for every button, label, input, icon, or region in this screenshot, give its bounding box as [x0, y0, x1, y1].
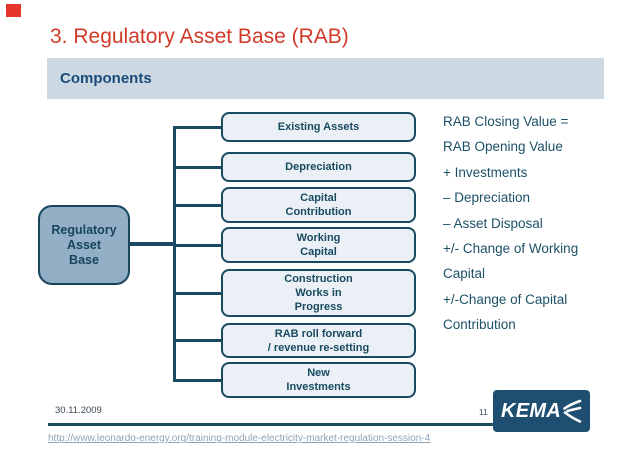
- formula-line: Capital: [443, 266, 486, 282]
- component-box-label: Capital: [300, 246, 337, 258]
- component-box-label: Working: [296, 232, 341, 244]
- section-header-bar: Components: [47, 58, 604, 99]
- component-box-label: Progress: [294, 301, 343, 313]
- component-box-working-capital: Working Capital: [221, 227, 416, 263]
- section-header-label: Components: [60, 70, 152, 87]
- component-box-label: Capital: [300, 192, 337, 204]
- formula-line: + Investments: [443, 164, 528, 180]
- formula-line: RAB Opening Value: [443, 139, 563, 155]
- stub-line-depreciation: [173, 166, 222, 169]
- root-box-line: Base: [69, 252, 99, 267]
- slide-date: 30.11.2009: [55, 405, 102, 416]
- component-box-label: Investments: [286, 381, 351, 393]
- formula-line: Contribution: [443, 317, 516, 333]
- component-box-label: Construction: [284, 273, 353, 285]
- root-connector-line: [130, 242, 175, 246]
- stub-line-existing-assets: [173, 126, 222, 129]
- page-number: 11: [479, 407, 488, 417]
- component-box-label: RAB roll forward: [274, 327, 363, 340]
- stub-line-capital-contribution: [173, 204, 222, 207]
- component-box-label: New: [307, 367, 330, 379]
- root-box-line: Regulatory: [51, 222, 117, 237]
- kema-logo-text: KEMA: [500, 399, 562, 422]
- trunk-line: [173, 126, 176, 382]
- source-url-link[interactable]: http://www.leonardo-energy.org/training-…: [48, 433, 431, 444]
- root-box-line: Asset: [66, 237, 102, 252]
- kema-mark-icon: [563, 399, 582, 423]
- formula-line: +/- Change of Working: [443, 241, 579, 257]
- stub-line-working-capital: [173, 244, 222, 247]
- rab-formula-text: RAB Closing Value = RAB Opening Value + …: [443, 109, 578, 338]
- component-box-label: Existing Assets: [277, 121, 360, 133]
- stub-line-new-investments: [173, 379, 222, 382]
- red-corner-marker: [6, 4, 21, 17]
- component-box-new-investments: New Investments: [221, 362, 416, 398]
- formula-line: +/-Change of Capital: [443, 291, 568, 307]
- component-box-label: Depreciation: [285, 161, 352, 173]
- component-box-label: Works in: [295, 287, 342, 299]
- kema-logo: KEMA: [493, 390, 590, 432]
- root-box-regulatory-asset-base: Regulatory Asset Base: [38, 205, 130, 285]
- component-box-capital-contribution: Capital Contribution: [221, 187, 416, 223]
- component-box-label: Contribution: [285, 206, 352, 218]
- footer-divider: [48, 423, 493, 426]
- component-box-existing-assets: Existing Assets: [221, 112, 416, 142]
- component-box-rab-roll-forward: RAB roll forward / revenue re-setting: [221, 323, 416, 358]
- formula-line: RAB Closing Value =: [443, 114, 569, 129]
- slide-title: 3. Regulatory Asset Base (RAB): [50, 25, 349, 48]
- formula-line: – Depreciation: [443, 190, 531, 206]
- formula-line: – Asset Disposal: [443, 215, 543, 231]
- component-box-construction-works: Construction Works in Progress: [221, 269, 416, 317]
- component-box-depreciation: Depreciation: [221, 152, 416, 182]
- stub-line-rab-roll-forward: [173, 339, 222, 342]
- stub-line-construction-works: [173, 292, 222, 295]
- component-box-label: / revenue re-setting: [267, 341, 370, 354]
